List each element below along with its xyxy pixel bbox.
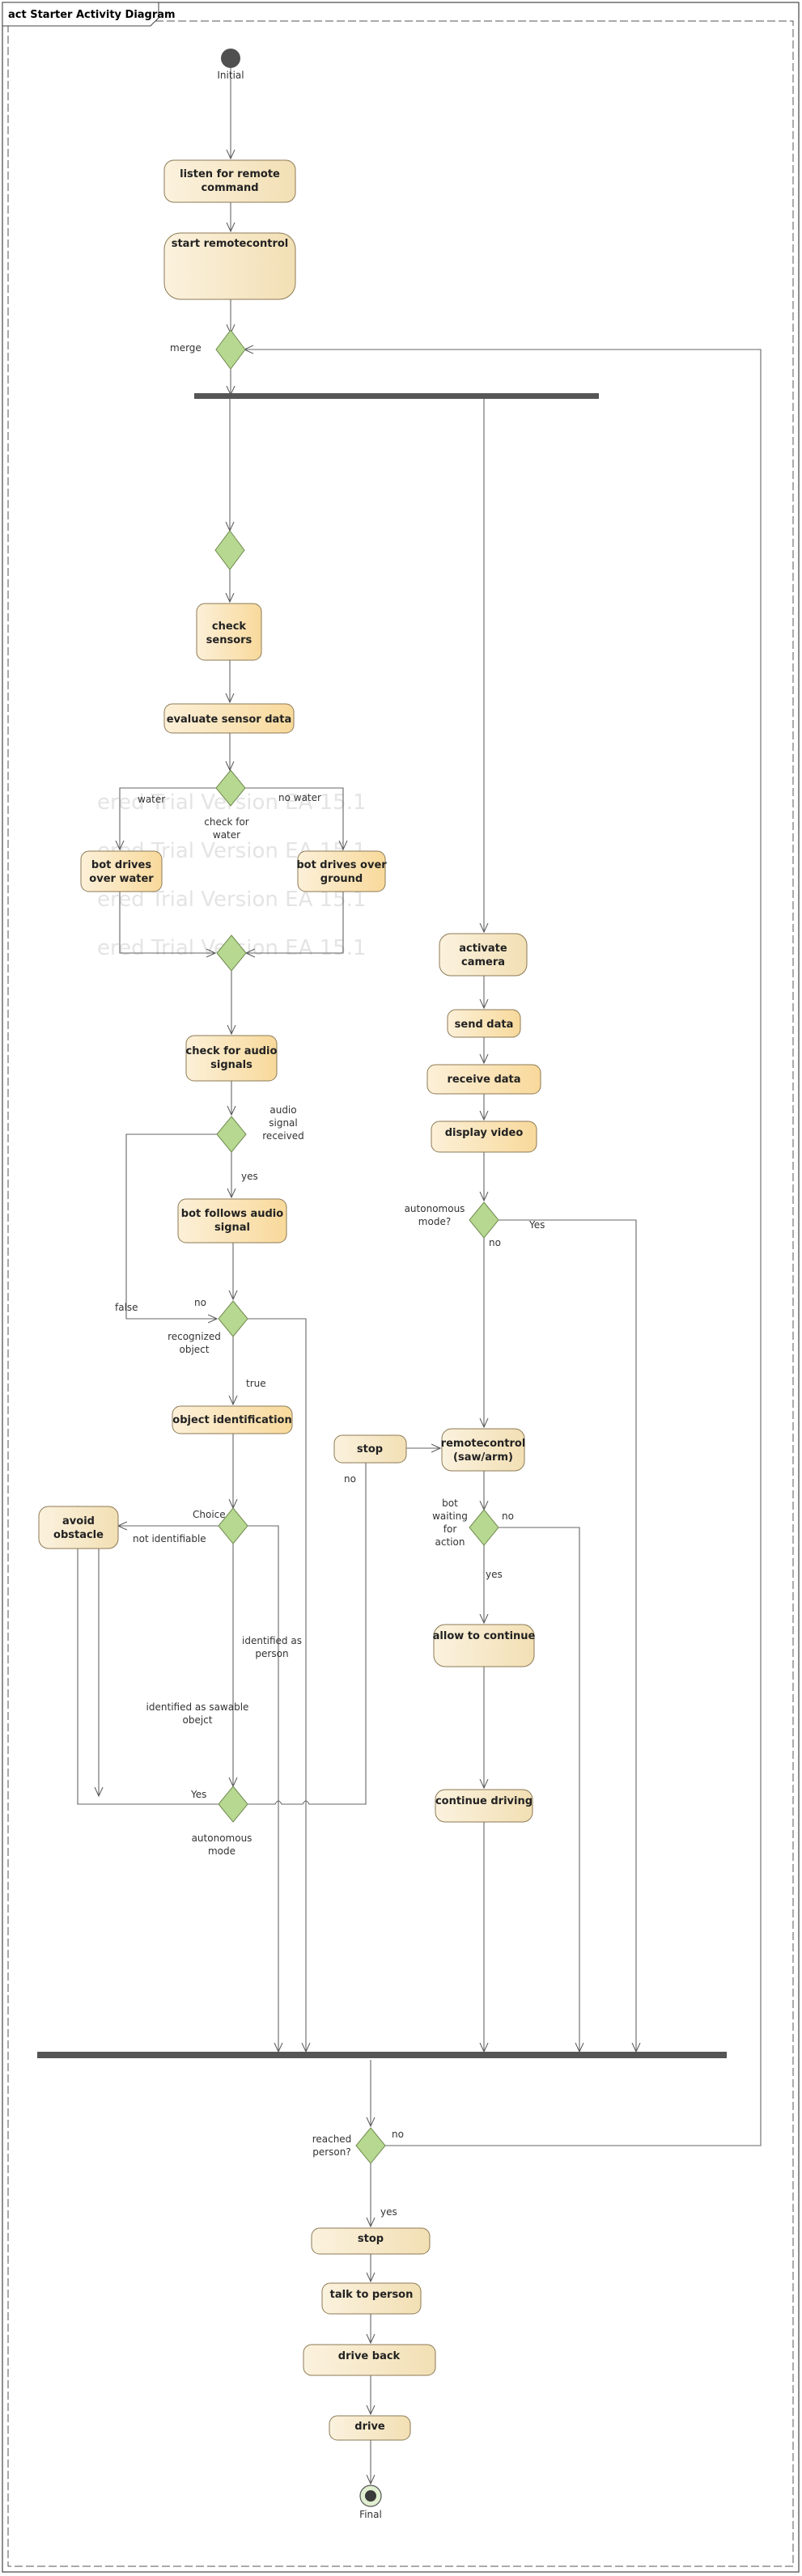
allow-continue-label: allow to continue [433, 1630, 536, 1642]
fork-bar [194, 393, 599, 399]
allow-to-continue-node [433, 1624, 535, 1667]
remotecontrol-label: remotecontrol(saw/arm) [441, 1438, 526, 1464]
frame-title-tab [2, 2, 159, 27]
final-node-inner [365, 2490, 376, 2502]
stop-mid-node [333, 1434, 407, 1464]
yes-reached-label: yes [380, 2206, 397, 2218]
reached-person-diamond [355, 2127, 386, 2164]
no-display-label: no [489, 1237, 501, 1248]
not-identifiable-label: not identifiable [133, 1533, 206, 1544]
check-audio-node [185, 1035, 278, 1082]
decision-nodes [214, 329, 499, 2164]
activate-camera-node [439, 933, 528, 977]
drive-back-label: drive back [338, 2350, 401, 2362]
join-bar [37, 2052, 727, 2058]
display-video-node [431, 1121, 537, 1153]
frame-title: act Starter Activity Diagram [8, 9, 176, 21]
yes-auto-label: Yes [190, 1789, 206, 1800]
final-label: Final [359, 2509, 382, 2520]
send-data-label: send data [455, 1019, 514, 1031]
bot-follows-audio-node [177, 1198, 287, 1244]
no-waiting-label: no [502, 1510, 514, 1522]
evaluate-sensor-label: evaluate sensor data [167, 714, 292, 726]
stop-mid-label: stop [357, 1443, 383, 1455]
diagram-frame-inner [7, 20, 794, 2567]
no-water-label: no water [278, 792, 321, 803]
receive-data-label: receive data [447, 1074, 520, 1086]
start-remotecontrol-node [163, 232, 296, 300]
decision-diamond-top [214, 530, 245, 570]
recognized-object-diamond [218, 1300, 248, 1337]
merge-label: merge [170, 342, 202, 354]
edges [78, 66, 762, 2484]
object-identification-node [172, 1405, 293, 1434]
water-merge-diamond [216, 934, 247, 972]
true-label: true [246, 1378, 266, 1389]
no-reached-label: no [392, 2129, 404, 2140]
action-nodes [38, 159, 541, 2441]
start-remotecontrol-label: start remotecontrol [172, 238, 289, 250]
choice-label: Choice [193, 1509, 226, 1520]
talk-to-person-label: talk to person [330, 2289, 414, 2301]
false-label: false [115, 1302, 138, 1313]
yes-audio-label: yes [241, 1171, 258, 1182]
continue-driving-label: continue driving [435, 1795, 533, 1807]
stop-bottom-label: stop [358, 2233, 384, 2245]
bot-drives-water-node [80, 850, 163, 892]
talk-to-person-node [321, 2282, 422, 2315]
drive-back-node [303, 2344, 436, 2376]
initial-label: Initial [217, 70, 244, 81]
drive-node [329, 2415, 411, 2441]
initial-node [221, 49, 240, 68]
check-water-diamond [215, 769, 246, 807]
merge-diamond [215, 329, 246, 370]
check-sensors-node [196, 603, 262, 661]
bot-waiting-diamond [469, 1509, 499, 1546]
stop-bottom-node [311, 2227, 431, 2255]
water-label: water [138, 794, 165, 805]
drive-label: drive [354, 2421, 385, 2433]
remotecontrol-saw-node [441, 1428, 525, 1472]
autonomous-mode-q-diamond [469, 1201, 499, 1239]
continue-driving-node [435, 1789, 533, 1823]
evaluate-sensor-data-node [163, 703, 295, 734]
no-recognized-label: no [194, 1297, 206, 1308]
bot-drives-ground-node [297, 850, 386, 892]
audio-decision-diamond [216, 1116, 247, 1153]
receive-data-node [426, 1064, 541, 1095]
autonomous-mode-diamond [218, 1786, 248, 1823]
no-stop-label: no [344, 1473, 356, 1485]
avoid-obstacle-node [38, 1506, 119, 1549]
object-identification-label: object identification [172, 1414, 291, 1426]
yes-waiting-label: yes [486, 1569, 503, 1580]
yes-right-label: Yes [528, 1219, 545, 1231]
send-data-node [447, 1009, 521, 1038]
listen-for-remote-node [163, 159, 296, 203]
choice-diamond [218, 1507, 248, 1544]
display-video-label: display video [445, 1127, 524, 1139]
